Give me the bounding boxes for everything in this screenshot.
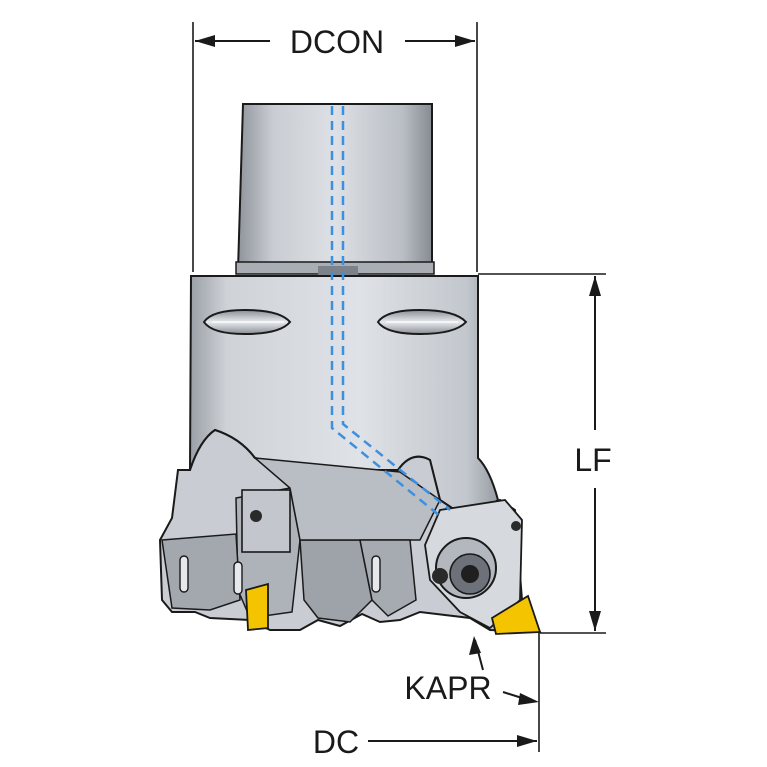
clamp-details (179, 489, 521, 599)
pin-left-2 (233, 561, 243, 595)
lf-label: LF (574, 442, 611, 478)
cutting-inserts (245, 582, 542, 635)
dcon-dimension: DCON (192, 22, 478, 272)
body-slots (202, 308, 468, 336)
shank-center-flat (318, 266, 358, 276)
insert-right (490, 594, 542, 635)
tiny-screw-icon (511, 521, 521, 531)
lf-arrow-top (589, 276, 601, 296)
dc-arrow (517, 735, 537, 747)
dcon-arrow-right (455, 35, 475, 47)
shank (235, 103, 435, 276)
lf-arrow-bottom (589, 611, 601, 631)
pin-left-1 (179, 555, 189, 593)
insert-left (245, 582, 269, 631)
kapr-arrow (469, 636, 481, 655)
pocket-shadow-left (161, 533, 241, 611)
coolant-line-left (330, 106, 441, 517)
shank-body (236, 103, 433, 271)
small-screw-icon (432, 568, 448, 584)
kapr-label: KAPR (404, 670, 491, 706)
pin-mid (371, 555, 381, 593)
clamp-left (241, 489, 291, 553)
dc-label: DC (313, 724, 359, 760)
dc-dimension: DC (313, 633, 540, 760)
dcon-arrow-left (195, 35, 215, 47)
coolant-channel (330, 106, 451, 517)
kapr-arrow-right (518, 693, 539, 705)
insert-screw-icon (461, 565, 479, 583)
chip-pocket-center (299, 539, 373, 623)
kapr-dimension: KAPR (404, 636, 539, 706)
lf-dimension: LF (478, 273, 612, 634)
dcon-label: DCON (290, 24, 384, 60)
kapr-leader-right (502, 691, 523, 699)
coolant-line-right (341, 106, 451, 511)
screw-left-icon (250, 510, 262, 522)
